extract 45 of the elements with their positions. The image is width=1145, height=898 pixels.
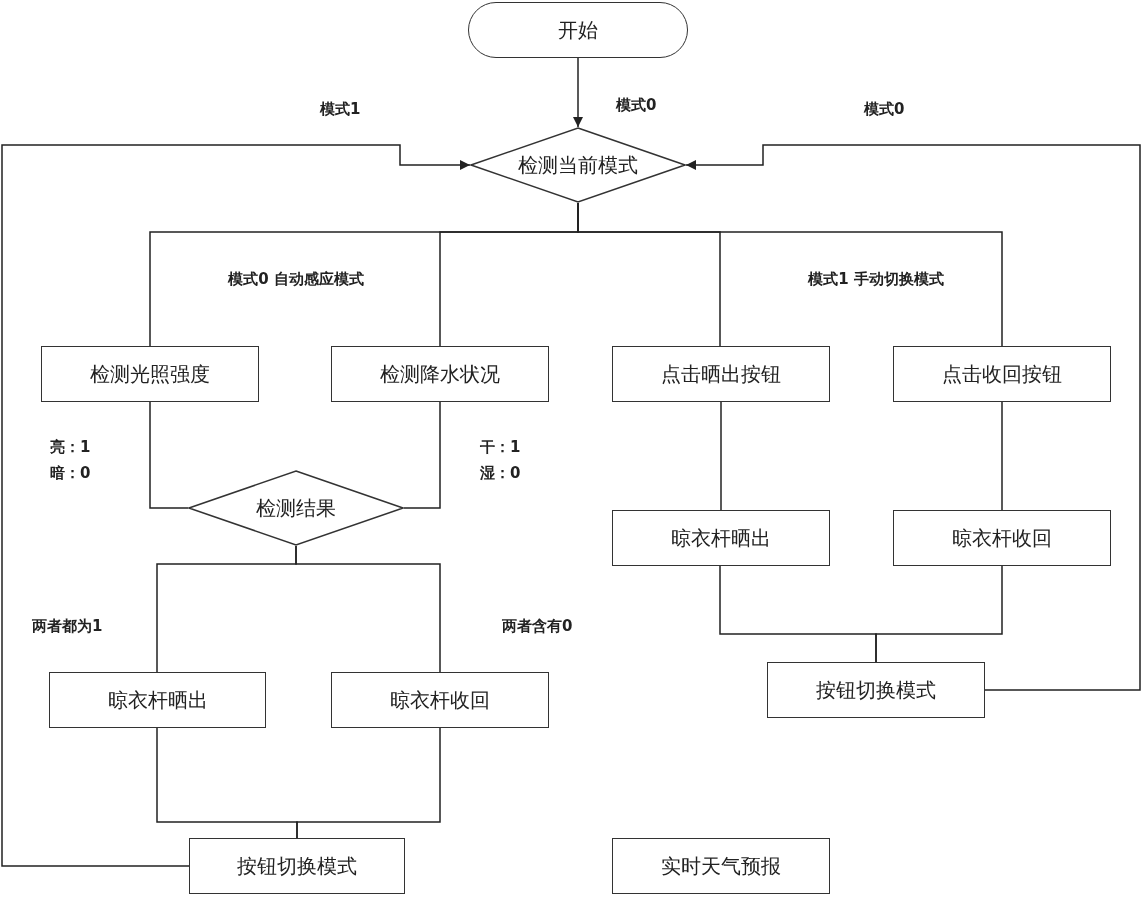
connector-line [149, 401, 189, 509]
node-label: 检测降水状况 [380, 360, 500, 388]
node-label: 晾衣杆晒出 [107, 686, 208, 714]
process-box [189, 838, 405, 894]
process-box [49, 672, 266, 728]
edge-label: 两者含有0 [500, 617, 575, 636]
annotation-text: 模式0 自动感应模式 [226, 269, 365, 290]
node-label: 检测当前模式 [518, 151, 638, 179]
edge-label: 模式0 [614, 96, 659, 115]
arrow [573, 57, 583, 128]
node-label: 按钮切换模式 [816, 676, 936, 704]
connector-line [403, 401, 441, 509]
start-terminal [468, 2, 688, 58]
node-label: 实时天气预报 [661, 852, 781, 880]
node-label: 点击晒出按钮 [661, 360, 781, 388]
annotation-text: 亮：1 暗：0 [50, 437, 92, 484]
process-box [331, 672, 549, 728]
annotation-text: 模式1 手动切换模式 [806, 269, 945, 290]
node-label: 按钮切换模式 [237, 852, 357, 880]
connector-line [295, 545, 441, 673]
node-label: 晾衣杆收回 [952, 524, 1052, 552]
node-label: 晾衣杆收回 [390, 686, 490, 714]
connector-line [296, 727, 441, 839]
edge-label: 两者都为1 [30, 617, 105, 636]
annotation-text: 干：1 湿：0 [480, 437, 522, 484]
process-box [893, 346, 1111, 402]
process-box [331, 346, 549, 402]
node-label: 点击收回按钮 [942, 360, 1062, 388]
edge-label: 模式0 [862, 100, 907, 119]
edge-label: 模式1 [318, 100, 363, 119]
connector-line [1001, 401, 1003, 511]
arrow [685, 144, 1141, 691]
process-box [893, 510, 1111, 566]
process-box [767, 662, 985, 718]
connector-line [875, 565, 1003, 663]
process-box [612, 510, 830, 566]
node-label: 检测结果 [256, 494, 336, 522]
process-box [612, 346, 830, 402]
node-label: 晾衣杆晒出 [671, 524, 771, 552]
connector-line [720, 401, 722, 511]
process-box [612, 838, 830, 894]
arrow [1, 144, 471, 867]
node-label: 检测光照强度 [90, 360, 210, 388]
node-label: 开始 [558, 16, 598, 44]
process-box [41, 346, 259, 402]
